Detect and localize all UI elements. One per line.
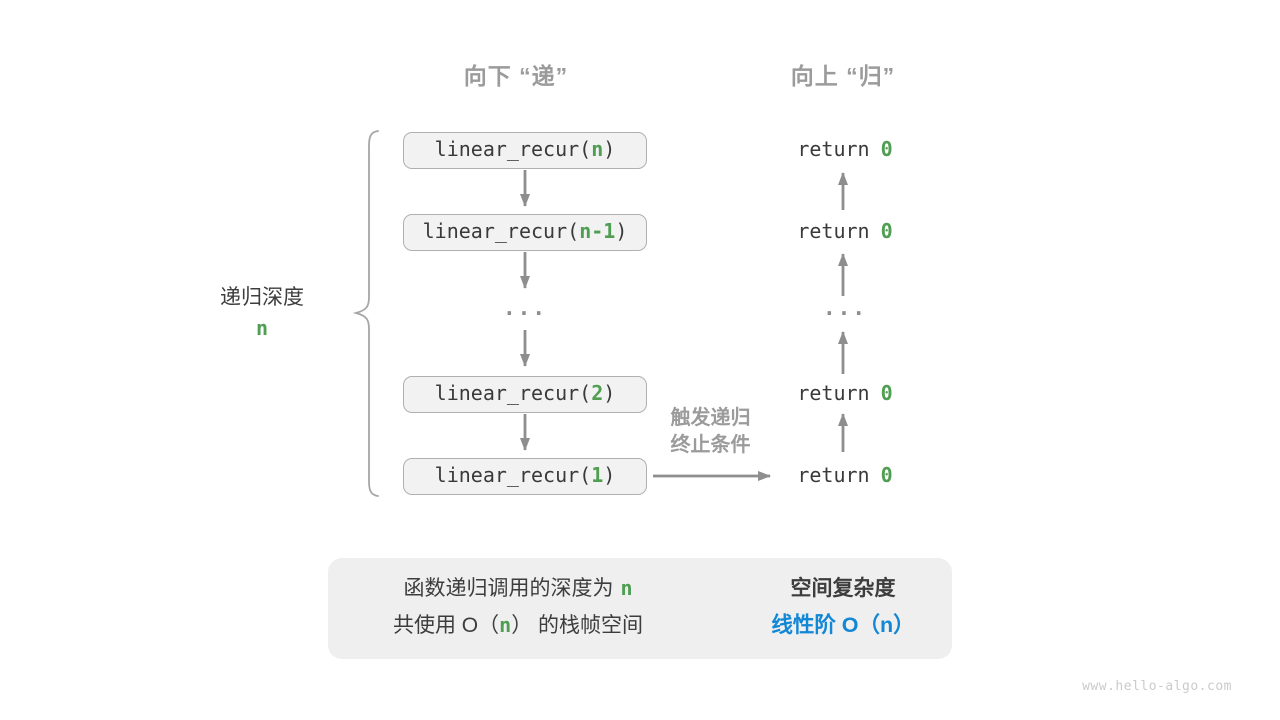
summary-space-line: 共使用 O（n） 的栈帧空间 — [350, 607, 686, 644]
call-text: ) — [603, 381, 616, 405]
call-ellipsis: ... — [503, 296, 547, 320]
summary-depth-text: 函数递归调用的深度为 — [403, 577, 614, 600]
summary-space-pre: 共使用 O（ — [392, 614, 500, 637]
call-arg: 1 — [591, 463, 604, 487]
call-box-1: linear_recur(1) — [403, 458, 647, 495]
space-complexity-title: 空间复杂度 — [790, 577, 896, 600]
header-descend: 向下 “递” — [463, 63, 569, 89]
return-row-3: return 0 — [770, 381, 920, 405]
return-keyword: return — [797, 463, 870, 487]
return-row-1: return 0 — [770, 137, 920, 161]
call-box-n-1: linear_recur(n-1) — [403, 214, 647, 251]
return-value: 0 — [880, 381, 893, 405]
depth-brace-icon — [352, 130, 379, 497]
watermark: www.hello-algo.com — [1082, 679, 1232, 694]
call-arg: 2 — [591, 381, 604, 405]
call-arg: n-1 — [579, 219, 616, 243]
call-text: linear_recur( — [434, 137, 592, 161]
call-text: ) — [603, 463, 616, 487]
termination-note-line2: 终止条件 — [670, 434, 751, 456]
return-value: 0 — [880, 219, 893, 243]
return-keyword: return — [797, 219, 870, 243]
summary-space-post: ） 的栈帧空间 — [511, 614, 644, 637]
summary-conclusion: 空间复杂度 线性阶 O（n） — [763, 570, 923, 644]
call-box-n: linear_recur(n) — [403, 132, 647, 169]
termination-note-line1: 触发递归 — [670, 407, 751, 429]
summary-box — [328, 558, 952, 659]
return-row-2: return 0 — [770, 219, 920, 243]
summary-space-value: n — [499, 613, 512, 637]
return-ellipsis: ... — [823, 296, 867, 320]
call-text: ) — [615, 219, 628, 243]
call-arg: n — [591, 137, 604, 161]
recursion-depth-value: n — [255, 316, 269, 340]
recursion-depth-label: 递归深度 — [220, 286, 304, 309]
return-value: 0 — [880, 463, 893, 487]
return-keyword: return — [797, 381, 870, 405]
call-text: linear_recur( — [434, 463, 592, 487]
return-value: 0 — [880, 137, 893, 161]
call-text: linear_recur( — [422, 219, 580, 243]
termination-note: 触发递归 终止条件 — [648, 405, 773, 459]
space-complexity-value: 线性阶 O（n） — [771, 613, 915, 637]
return-row-4: return 0 — [770, 463, 920, 487]
header-ascend: 向上 “归” — [790, 63, 896, 89]
call-text: linear_recur( — [434, 381, 592, 405]
summary-depth-line: 函数递归调用的深度为 n — [350, 570, 686, 607]
call-text: ) — [603, 137, 616, 161]
summary-depth-value: n — [620, 576, 633, 600]
call-box-2: linear_recur(2) — [403, 376, 647, 413]
return-keyword: return — [797, 137, 870, 161]
